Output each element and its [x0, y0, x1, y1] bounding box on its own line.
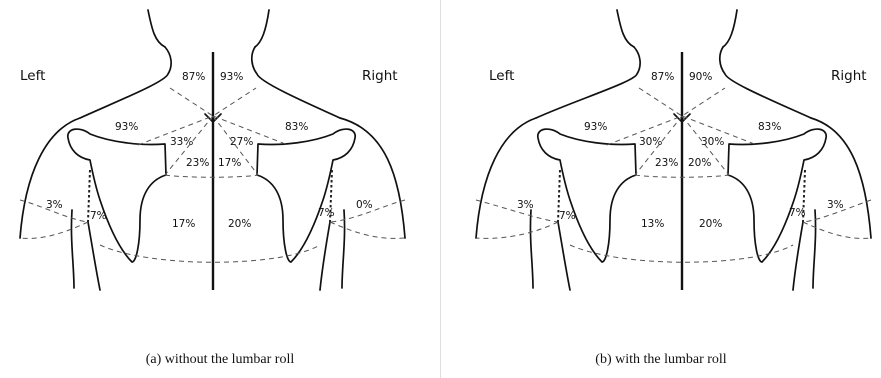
- mid-left-percentage: 23%: [655, 157, 678, 169]
- lateral-right-percentage: 3%: [827, 199, 844, 211]
- neck-left-percentage: 87%: [182, 71, 205, 83]
- panel-without-lumbar-roll: Left Right 87% 93% 93% 83% 33% 27% 23% 1…: [0, 0, 440, 378]
- inner-upper-left-percentage: 33%: [170, 136, 193, 148]
- upper-right-percentage: 83%: [758, 121, 781, 133]
- left-torso-outline: [476, 118, 536, 238]
- back-diagram: Left Right 87% 90% 93% 83% 30% 30% 23% 2…: [441, 0, 881, 378]
- head-outline: [148, 10, 269, 47]
- lateral-left-percentage: 3%: [517, 199, 534, 211]
- head-outline: [617, 10, 737, 47]
- neck-left-outline: [80, 47, 171, 118]
- left-arm-outline: [530, 210, 570, 290]
- axilla-right-percentage: 7%: [789, 207, 806, 219]
- lateral-left-percentage: 3%: [46, 199, 63, 211]
- neck-right-percentage: 93%: [220, 71, 243, 83]
- inner-upper-right-percentage: 30%: [701, 136, 724, 148]
- mid-left-percentage: 23%: [186, 157, 209, 169]
- mid-right-percentage: 20%: [688, 157, 711, 169]
- lateral-right-percentage: 0%: [356, 199, 373, 211]
- neck-left-percentage: 87%: [651, 71, 674, 83]
- upper-left-percentage: 93%: [584, 121, 607, 133]
- right-scapula: [728, 129, 826, 262]
- panel-caption: (b) with the lumbar roll: [441, 352, 881, 368]
- lower-right-percentage: 20%: [228, 218, 251, 230]
- left-scapula: [538, 129, 636, 262]
- panel-caption: (a) without the lumbar roll: [0, 352, 440, 368]
- side-labels: Left Right: [489, 68, 867, 84]
- upper-right-percentage: 83%: [285, 121, 308, 133]
- inner-upper-left-percentage: 30%: [639, 136, 662, 148]
- back-diagram: Left Right 87% 93% 93% 83% 33% 27% 23% 1…: [0, 0, 440, 378]
- right-side-label: Right: [831, 68, 867, 84]
- mid-right-percentage: 17%: [218, 157, 241, 169]
- lower-left-percentage: 13%: [641, 218, 664, 230]
- upper-left-percentage: 93%: [115, 121, 138, 133]
- right-scapula: [257, 129, 355, 262]
- neck-right-outline: [720, 47, 811, 118]
- axilla-left-percentage: 7%: [559, 210, 576, 222]
- left-scapula: [68, 129, 166, 262]
- left-side-label: Left: [20, 68, 45, 84]
- axilla-left-percentage: 7%: [90, 210, 107, 222]
- neck-right-outline: [252, 47, 340, 118]
- neck-left-outline: [536, 47, 640, 118]
- left-arm-outline: [71, 210, 100, 290]
- lower-right-percentage: 20%: [699, 218, 722, 230]
- side-labels: Left Right: [20, 68, 398, 84]
- inner-upper-right-percentage: 27%: [230, 136, 253, 148]
- axilla-right-percentage: 7%: [318, 207, 335, 219]
- right-arm-outline: [793, 210, 816, 290]
- right-side-label: Right: [362, 68, 398, 84]
- neck-right-percentage: 90%: [689, 71, 712, 83]
- panel-with-lumbar-roll: Left Right 87% 90% 93% 83% 30% 30% 23% 2…: [441, 0, 881, 378]
- lower-left-percentage: 17%: [172, 218, 195, 230]
- left-side-label: Left: [489, 68, 514, 84]
